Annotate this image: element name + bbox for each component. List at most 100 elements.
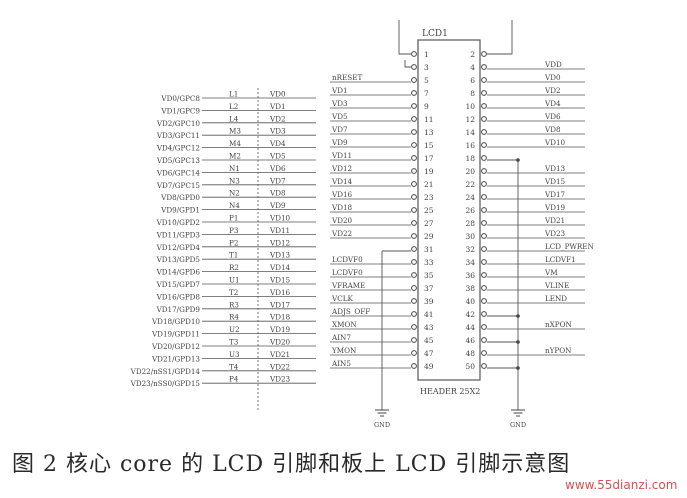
- pin-number-odd: 19: [424, 167, 434, 176]
- pin-net-label-even: VD6: [544, 112, 561, 121]
- cpu-net-label: VD15: [269, 276, 291, 285]
- pin-number-even: 42: [465, 310, 475, 319]
- pin-number-odd: 21: [424, 180, 434, 189]
- figure-caption: 图 2 核心 core 的 LCD 引脚和板上 LCD 引脚示意图: [12, 452, 571, 477]
- pin-number-odd: 5: [424, 76, 429, 85]
- pin-number-odd: 25: [424, 206, 434, 215]
- pin1-wire: [398, 20, 411, 55]
- pin3-wire: [404, 60, 411, 68]
- cpu-signal-label: VD8/GPD0: [160, 193, 200, 202]
- pin-marker-odd: [411, 116, 417, 122]
- pin-marker-odd: [411, 246, 417, 252]
- pin-marker-even: [481, 90, 487, 96]
- pin-marker-even: [481, 51, 487, 57]
- cpu-ball-label: M3: [229, 127, 241, 136]
- pin-marker-odd: [411, 77, 417, 83]
- pin-number-odd: 49: [424, 362, 434, 371]
- pin-number-even: 46: [465, 336, 475, 345]
- cpu-ball-label: M4: [229, 139, 241, 148]
- cpu-signal-label: VD9/GPD1: [160, 206, 200, 215]
- pin-marker-odd: [411, 129, 417, 135]
- pin-marker-odd: [411, 168, 417, 174]
- cpu-signal-label: VD10/GPD2: [156, 218, 200, 227]
- cpu-ball-label: L1: [229, 90, 238, 99]
- pin-number-even: 4: [470, 63, 475, 72]
- pin-number-odd: 1: [424, 50, 429, 59]
- pin-number-odd: 33: [424, 258, 434, 267]
- cpu-net-label: VD7: [269, 176, 286, 185]
- pin-marker-even: [481, 350, 487, 356]
- cpu-ball-label: L4: [229, 114, 239, 123]
- cpu-ball-label: P4: [229, 375, 239, 384]
- cpu-signal-label: VD1/GPC9: [160, 106, 200, 115]
- connector-header-label: HEADER 25X2: [420, 387, 480, 396]
- cpu-net-label: VD14: [269, 263, 291, 272]
- cpu-signal-label: VD19/GPD11: [151, 330, 200, 339]
- cpu-ball-label: T4: [229, 362, 239, 371]
- pin-number-even: 24: [465, 193, 475, 202]
- cpu-net-label: VD17: [269, 300, 291, 309]
- cpu-ball-label: P2: [229, 238, 238, 247]
- cpu-ball-label: R2: [229, 263, 239, 272]
- cpu-signal-label: VD3/GPC11: [156, 131, 200, 140]
- cpu-signal-label: VD21/GPD13: [151, 354, 200, 363]
- pin-net-label-odd: VD16: [331, 190, 353, 199]
- cpu-ball-label: L2: [229, 102, 238, 111]
- pin-net-label-even: VD8: [544, 125, 561, 134]
- cpu-ball-label: T1: [229, 251, 238, 260]
- pin-net-label-even: VD10: [544, 138, 566, 147]
- pin-number-odd: 3: [424, 63, 429, 72]
- pin-marker-even: [481, 64, 487, 70]
- pin-net-label-even: LCDVF1: [545, 255, 576, 264]
- pin-number-even: 50: [465, 362, 475, 371]
- cpu-net-label: VD6: [269, 164, 286, 173]
- pin-number-even: 10: [465, 102, 475, 111]
- cpu-signal-label: VD11/GPD3: [156, 230, 201, 239]
- cpu-ball-label: P1: [229, 214, 238, 223]
- pin-marker-odd: [411, 51, 417, 57]
- pin-net-label-even: nYPON: [545, 346, 571, 355]
- ground-symbols: GND GND: [374, 158, 526, 429]
- pin-number-even: 28: [465, 219, 475, 228]
- cpu-net-label: VD22: [269, 362, 290, 371]
- cpu-ball-label: U3: [229, 350, 240, 359]
- pin-net-label-odd: VD3: [331, 99, 348, 108]
- pin-marker-odd: [411, 233, 417, 239]
- pin-marker-odd: [411, 285, 417, 291]
- pin-net-label-odd: LCDVF0: [332, 268, 363, 277]
- pin-marker-odd: [411, 337, 417, 343]
- cpu-signal-label: VD23/nSS0/GPD15: [130, 379, 201, 388]
- cpu-ball-label: N2: [229, 189, 240, 198]
- pin-marker-even: [481, 155, 487, 161]
- cpu-net-label: VD1: [269, 102, 286, 111]
- pin-net-label-even: nXPON: [545, 320, 572, 329]
- cpu-net-label: VD20: [269, 338, 291, 347]
- cpu-signal-label: VD6/GPC14: [156, 168, 201, 177]
- pin-net-label-even: VD13: [544, 164, 566, 173]
- pin-number-odd: 43: [424, 323, 434, 332]
- pin-marker-odd: [411, 181, 417, 187]
- pin-net-label-odd: VD11: [331, 151, 352, 160]
- pin-number-odd: 35: [424, 271, 434, 280]
- pin-net-label-odd: LCDVF0: [332, 255, 363, 264]
- pin-number-even: 16: [465, 141, 475, 150]
- pin-marker-even: [481, 77, 487, 83]
- pin-number-odd: 9: [424, 102, 429, 111]
- pin-number-even: 26: [465, 206, 475, 215]
- cpu-ball-label: R4: [229, 313, 239, 322]
- pin-net-label-odd: VFRAME: [331, 281, 365, 290]
- pin-net-label-even: LCD_PWREN: [545, 242, 594, 251]
- pin-net-label-odd: nRESET: [332, 73, 362, 82]
- pin-marker-odd: [411, 194, 417, 200]
- pin-net-label-odd: ADJS_OFF: [331, 307, 370, 316]
- cpu-ball-label: R3: [229, 300, 239, 309]
- pin-marker-even: [481, 285, 487, 291]
- cpu-net-label: VD13: [269, 251, 291, 260]
- ground-label: GND: [374, 421, 390, 429]
- pin-net-label-odd: VD18: [331, 203, 353, 212]
- cpu-net-label: VD19: [269, 325, 291, 334]
- ground-label: GND: [510, 421, 526, 429]
- lcd-header-connector: LCD1 HEADER 25X2 135nRESET7VD19VD311VD51…: [330, 20, 594, 396]
- cpu-signal-label: VD22/nSS1/GPD14: [130, 367, 201, 376]
